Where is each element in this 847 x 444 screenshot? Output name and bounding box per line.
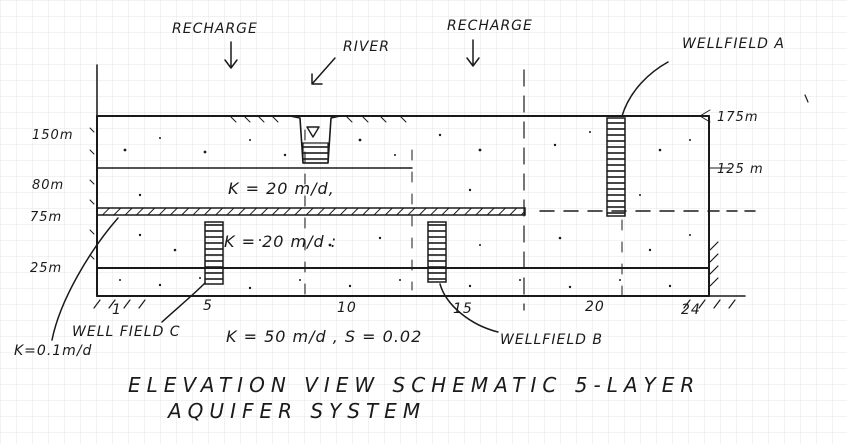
sediment-stipple bbox=[119, 131, 691, 290]
river-bed-sediment bbox=[302, 142, 329, 164]
well-b-screen bbox=[427, 221, 447, 283]
diagram-title-line2: AQUIFER SYSTEM bbox=[166, 399, 426, 423]
recharge-left-arrow-icon bbox=[224, 41, 238, 69]
recharge-left-label: RECHARGE bbox=[172, 21, 258, 37]
column-tick-label: 15 bbox=[453, 301, 473, 317]
aquifer-cross-section bbox=[89, 64, 761, 311]
confining-layer-leader bbox=[51, 217, 119, 341]
k-middle-label: K = 20 m/d : bbox=[224, 232, 337, 251]
recharge-right-label: RECHARGE bbox=[447, 18, 533, 34]
confining-layer bbox=[96, 207, 526, 216]
diagram-title-line1: ELEVATION VIEW SCHEMATIC 5-LAYER bbox=[128, 373, 700, 397]
column-tick-label: 24 bbox=[681, 302, 701, 318]
river-arrow-icon bbox=[311, 57, 336, 85]
elevation-25-label: 25m bbox=[30, 261, 62, 276]
wellfield-b-label: WELLFIELD B bbox=[500, 332, 603, 348]
well-a-screen bbox=[606, 117, 626, 217]
water-table-triangle-icon bbox=[306, 126, 320, 138]
recharge-right-arrow-icon bbox=[466, 39, 480, 67]
wellfield-a-label: WELLFIELD A bbox=[682, 36, 785, 52]
elevation-175-marker bbox=[699, 109, 711, 123]
well-c-screen bbox=[204, 221, 224, 285]
annotation-arrows bbox=[51, 39, 809, 341]
elevation-125-label: 125 m bbox=[717, 162, 764, 177]
elevation-80-label: 80m bbox=[32, 178, 64, 193]
elevation-75-label: 75m bbox=[30, 210, 62, 225]
wellfield-a-leader bbox=[621, 61, 669, 117]
column-tick-label: 20 bbox=[585, 299, 605, 315]
wellfield-c-label: WELL FIELD C bbox=[72, 324, 181, 340]
k-upper-label: K = 20 m/d, bbox=[228, 179, 335, 198]
column-tick-label: 10 bbox=[337, 300, 357, 316]
column-tick-label: 1 bbox=[112, 302, 122, 318]
k-confining-label: K=0.1m/d bbox=[14, 343, 92, 359]
river-channel bbox=[229, 115, 407, 164]
k-bottom-label: K = 50 m/d , S = 0.02 bbox=[226, 327, 422, 346]
river-label: RIVER bbox=[343, 39, 390, 55]
column-tick-label: 5 bbox=[203, 298, 213, 314]
elevation-150-label: 150m bbox=[32, 128, 73, 143]
elevation-175-label: 175m bbox=[717, 110, 758, 125]
wellfield-b-leader bbox=[439, 283, 499, 333]
wellfield-c-leader bbox=[161, 282, 206, 323]
